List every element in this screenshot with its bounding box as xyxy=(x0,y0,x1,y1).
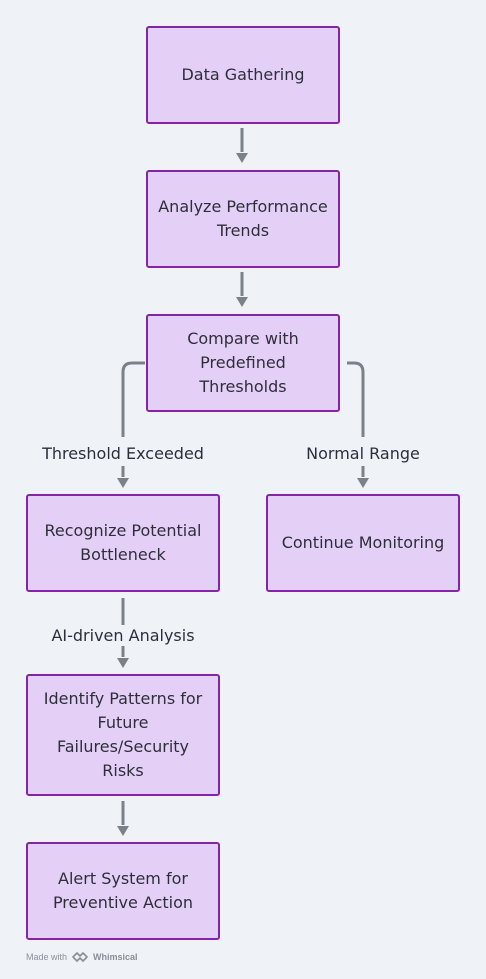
edge-label-normal-range: Normal Range xyxy=(306,444,420,463)
node-continue-monitoring[interactable]: Continue Monitoring xyxy=(266,494,460,592)
edge-compare-to-bottleneck xyxy=(121,361,145,477)
node-compare-thresholds[interactable]: Compare with Predefined Thresholds xyxy=(146,314,340,412)
whimsical-brand: Whimsical xyxy=(93,952,138,962)
node-analyze-performance-trends[interactable]: Analyze Performance Trends xyxy=(146,170,340,268)
made-with-text: Made with xyxy=(26,952,68,962)
arrowhead-6 xyxy=(117,826,129,836)
node-analyze-performance-trends-label: Analyze Performance Trends xyxy=(158,197,328,240)
node-identify-patterns[interactable]: Identify Patterns for Future Failures/Se… xyxy=(26,674,220,796)
arrowhead-1 xyxy=(236,153,248,163)
whimsical-logo-icon xyxy=(72,952,88,962)
arrowhead-4 xyxy=(357,478,369,488)
arrowhead-5 xyxy=(117,658,129,668)
made-with-footer[interactable]: Made with Whimsical xyxy=(26,951,138,963)
edge-compare-to-monitoring xyxy=(347,361,365,477)
node-data-gathering[interactable]: Data Gathering xyxy=(146,26,340,124)
edge-label-ai-driven-analysis: AI-driven Analysis xyxy=(51,626,195,645)
node-alert-system-label: Alert System for Preventive Action xyxy=(52,869,194,912)
node-data-gathering-label: Data Gathering xyxy=(181,65,305,84)
edge-label-threshold-exceeded: Threshold Exceeded xyxy=(42,444,204,463)
node-recognize-bottleneck-label: Recognize Potential Bottleneck xyxy=(44,521,202,564)
node-identify-patterns-label: Identify Patterns for Future Failures/Se… xyxy=(43,689,203,780)
node-compare-thresholds-label: Compare with Predefined Thresholds xyxy=(187,329,299,396)
arrowhead-3 xyxy=(117,478,129,488)
node-recognize-bottleneck[interactable]: Recognize Potential Bottleneck xyxy=(26,494,220,592)
node-continue-monitoring-label: Continue Monitoring xyxy=(281,533,445,552)
node-alert-system[interactable]: Alert System for Preventive Action xyxy=(26,842,220,940)
arrowhead-2 xyxy=(236,297,248,307)
